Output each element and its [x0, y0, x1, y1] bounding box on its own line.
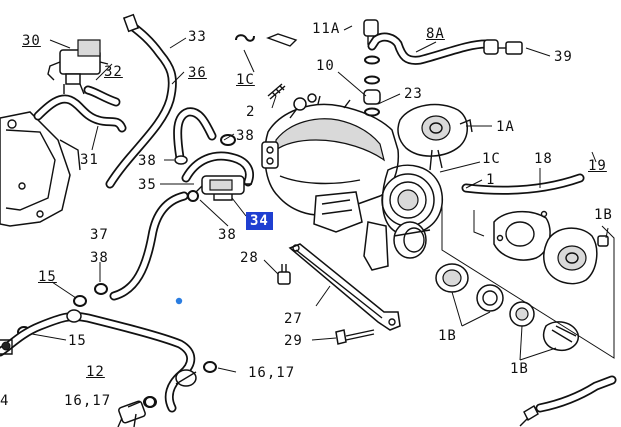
- seal-rings: [435, 263, 579, 352]
- callout-39: 39: [554, 49, 573, 65]
- callout-2: 2: [246, 104, 256, 120]
- callout-33: 33: [188, 29, 207, 45]
- bypass-valve-34: [195, 175, 252, 201]
- mounting-bracket: [0, 111, 81, 227]
- callout-19: 19: [588, 158, 607, 174]
- callout-11a: 11A: [312, 21, 341, 37]
- callout-1c-right: 1C: [482, 151, 501, 167]
- coolant-pipe: [0, 309, 197, 413]
- coolant-return-pipe: [519, 375, 617, 427]
- wastegate-actuator: [397, 103, 473, 171]
- callout-8a: 8A: [426, 26, 445, 42]
- hose-35: [181, 151, 254, 187]
- callout-36: 36: [188, 65, 207, 81]
- hose-38-upper: [173, 107, 217, 165]
- callout-31: 31: [80, 152, 99, 168]
- callout-38-upper: 38: [236, 128, 255, 144]
- union-fitting: [117, 396, 156, 427]
- callout-10: 10: [316, 58, 335, 74]
- callout-4: 4: [0, 393, 10, 409]
- callout-1b-pump: 1B: [594, 207, 613, 223]
- clip-1c-upper: [235, 33, 298, 47]
- location-dot: [175, 297, 183, 305]
- callout-1c-upper: 1C: [236, 72, 255, 88]
- vacuum-hose-33: [105, 13, 177, 189]
- stud-2: [267, 83, 286, 100]
- bolt-29: [335, 329, 375, 345]
- support-bracket: [288, 243, 401, 331]
- callout-29: 29: [284, 333, 303, 349]
- callout-28: 28: [240, 250, 259, 266]
- callout-37: 37: [90, 227, 109, 243]
- callout-16-17-lower: 16,17: [64, 393, 112, 409]
- frame-lines: [441, 196, 615, 359]
- callout-16-17-right: 16,17: [248, 365, 296, 381]
- callout-1a: 1A: [496, 119, 515, 135]
- callout-27: 27: [284, 311, 303, 327]
- callout-32: 32: [104, 64, 123, 80]
- callout-18: 18: [534, 151, 553, 167]
- callout-1b-lower: 1B: [510, 361, 529, 377]
- bolt-28: [277, 264, 291, 285]
- callout-38-hose: 38: [90, 250, 109, 266]
- callout-1b-seals: 1B: [438, 328, 457, 344]
- callout-38-lower: 38: [218, 227, 237, 243]
- callout-1: 1: [486, 172, 496, 188]
- callout-30: 30: [22, 33, 41, 49]
- hose-37: [109, 191, 189, 301]
- callout-34-highlighted[interactable]: 34: [246, 212, 273, 230]
- pump-housing: [543, 227, 609, 285]
- callout-35: 35: [138, 177, 157, 193]
- solenoid-valve: [47, 39, 109, 95]
- hose-18: [461, 173, 585, 195]
- oil-line-fittings: [363, 19, 523, 117]
- leader-lines: [31, 25, 609, 373]
- callout-23: 23: [404, 86, 423, 102]
- callout-15-lower: 15: [68, 333, 87, 349]
- turbocharger: [261, 93, 444, 271]
- callout-12: 12: [86, 364, 105, 380]
- gasket-plate: [493, 210, 551, 261]
- callout-38-left: 38: [138, 153, 157, 169]
- vacuum-hose-31: [33, 85, 127, 133]
- callout-15-upper: 15: [38, 269, 57, 285]
